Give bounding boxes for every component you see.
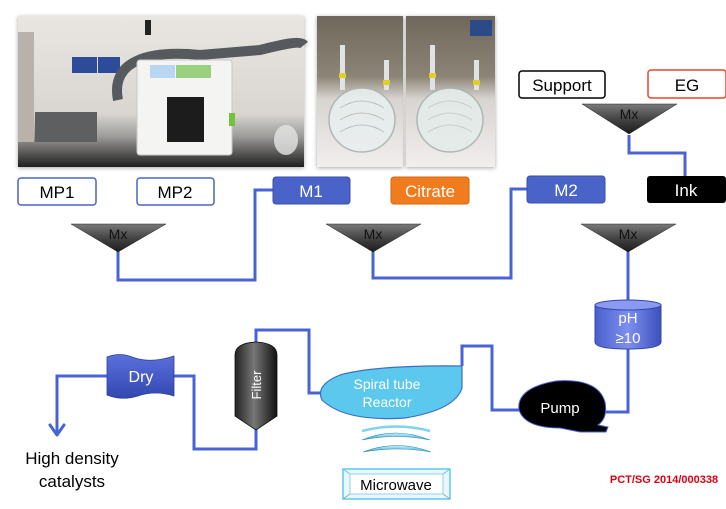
filter-column: Filter — [234, 341, 278, 431]
patent-number: PCT/SG 2014/000338 — [610, 474, 718, 486]
reactor-label-line2: Reactor — [362, 394, 411, 410]
input-box-eg: EG — [647, 69, 726, 99]
filter-label: Filter — [249, 370, 264, 400]
microwave-waves-icon — [361, 425, 432, 453]
dry-label: Dry — [129, 369, 154, 386]
input-box-mp2: MP2 — [136, 177, 215, 206]
input-box-m2-label: M2 — [554, 181, 578, 200]
mixer-2: Mx — [325, 223, 422, 253]
line-top-mixer-to-ink — [627, 135, 687, 176]
door — [18, 32, 34, 142]
input-box-support: Support — [518, 70, 606, 99]
mixer-3-label: Mx — [619, 226, 638, 242]
input-box-mp1-label: MP1 — [40, 183, 75, 202]
line-filter-to-dry — [173, 374, 258, 451]
input-box-citrate: Citrate — [390, 176, 470, 205]
input-box-support-label: Support — [532, 76, 592, 95]
input-box-mp2-label: MP2 — [158, 183, 193, 202]
mixer-top-label: Mx — [620, 106, 639, 122]
input-box-ink: Ink — [647, 176, 726, 203]
ph-value: ≥10 — [616, 330, 641, 347]
spiral-reactor-photo-before — [317, 16, 403, 167]
output-label-line1: High density — [25, 449, 119, 468]
pump: Pump — [518, 380, 609, 433]
microwave-apparatus-photo — [18, 16, 308, 167]
input-box-eg-label: EG — [675, 76, 700, 95]
reactor-label-line1: Spiral tube — [354, 376, 421, 392]
flow-lines — [48, 135, 687, 451]
dry-unit: Dry — [106, 354, 175, 399]
line-dry-to-output — [55, 374, 107, 433]
line-pump-to-reactor — [460, 344, 519, 412]
mixer-1-label: Mx — [109, 226, 128, 242]
ph-label: pH — [618, 310, 637, 327]
microwave-label: Microwave — [360, 477, 432, 494]
line-ph-to-pump — [604, 345, 630, 414]
input-box-citrate-label: Citrate — [405, 182, 455, 201]
input-box-mp1: MP1 — [17, 177, 97, 206]
spiral-reactor-photo-after — [406, 16, 495, 167]
mixer-1: Mx — [70, 223, 167, 253]
spiral-tube-reactor: Spiral tube Reactor — [319, 365, 463, 420]
output-label: High density catalysts — [25, 449, 119, 491]
mixer-3: Mx — [580, 223, 677, 253]
pump-label: Pump — [540, 400, 579, 417]
microwave-box: Microwave — [342, 468, 451, 500]
line-mixer1-to-m1 — [116, 188, 273, 282]
mixer-2-label: Mx — [364, 226, 383, 242]
arrowhead-icon — [48, 423, 66, 437]
mixer-top: Mx — [581, 103, 678, 135]
output-label-line2: catalysts — [39, 472, 105, 491]
line-mixer2-to-m2 — [371, 187, 527, 280]
ph-tank: pH ≥10 — [594, 299, 662, 350]
input-box-m1: M1 — [272, 176, 351, 205]
line-reactor-to-filter — [254, 328, 320, 395]
input-box-m2: M2 — [526, 175, 606, 204]
input-box-m1-label: M1 — [299, 182, 323, 201]
input-box-ink-label: Ink — [675, 181, 698, 200]
